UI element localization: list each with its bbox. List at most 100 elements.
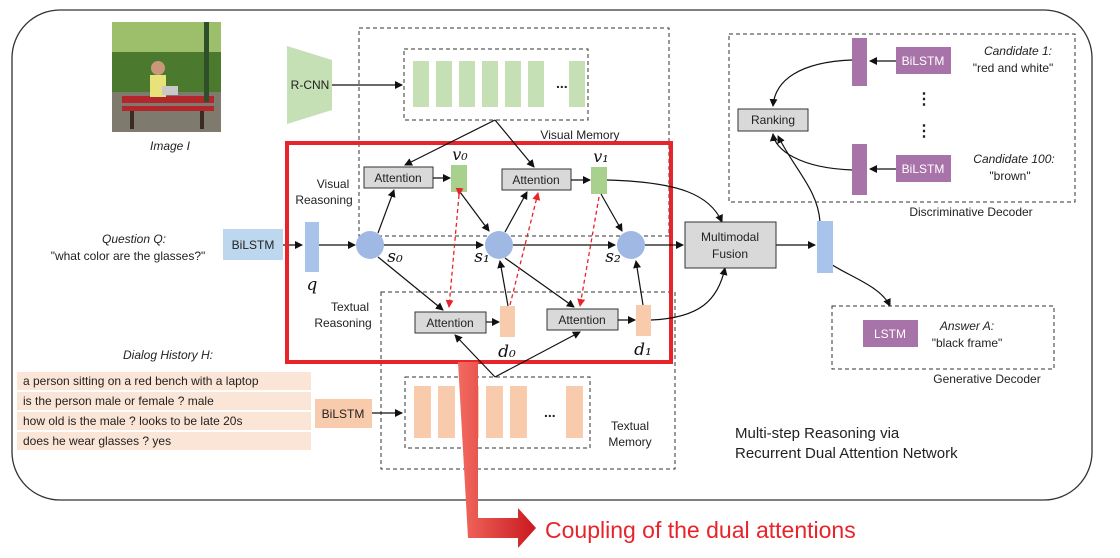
dual-attention-highlight: [285, 141, 673, 364]
s2-node: [617, 231, 645, 259]
visual-memory-ellipsis: ...: [556, 75, 568, 91]
rcnn-label: R-CNN: [291, 78, 330, 92]
question-title: Question Q:: [102, 232, 166, 246]
v0-vector: [451, 165, 467, 192]
s1-node: [485, 231, 513, 259]
answer-lstm-label: LSTM: [874, 327, 906, 341]
callout-arrow: [458, 362, 536, 548]
candidate-100-bilstm: [896, 155, 951, 182]
generative-decoder-box: [831, 305, 1055, 370]
candidate-100-title: Candidate 100:: [973, 152, 1054, 166]
ranking-box: [737, 108, 809, 132]
dialog-history-row-text: how old is the male ? looks to be late 2…: [23, 414, 242, 428]
textual-memory-slot-2: [438, 386, 455, 438]
candidate-1-bilstm: [896, 47, 951, 74]
v0-symbol: v₀: [452, 145, 468, 164]
history-bilstm-label: BiLSTM: [322, 407, 365, 421]
callout-text: Coupling of the dual attentions: [545, 517, 856, 543]
multimodal-fusion: [684, 221, 777, 269]
candidate-100-text: "brown": [989, 169, 1030, 183]
textual-attention-2-label: Attention: [558, 313, 605, 327]
textual-memory-label-1: Textual: [611, 419, 649, 433]
textual-memory-slot-5: [510, 386, 527, 438]
candidate-1-vector: [852, 38, 867, 86]
visual-reasoning-label-1: Visual: [317, 177, 349, 191]
textual-memory-ellipsis: ...: [544, 404, 556, 420]
dialog-history-row: [17, 392, 311, 410]
textual-memory-slot-1: [414, 386, 431, 438]
s0-symbol: s₀: [387, 247, 403, 267]
textual-memory-label-2: Memory: [608, 435, 651, 449]
dialog-history-row-text: is the person male or female ? male: [23, 394, 214, 408]
visual-memory-slot-4: [482, 61, 498, 107]
question-bilstm-label: BiLSTM: [232, 238, 275, 252]
question-symbol: q: [307, 275, 318, 295]
visual-memory-slots: [413, 61, 585, 107]
visual-reasoning-label-2: Reasoning: [295, 193, 352, 207]
ranking-label: Ranking: [751, 113, 795, 127]
d0-symbol: d₀: [498, 342, 516, 362]
visual-attention-1-label: Attention: [374, 171, 421, 185]
textual-reasoning-label-1: Textual: [331, 300, 369, 314]
s0-node: [356, 231, 384, 259]
fusion-label-2: Fusion: [712, 247, 748, 261]
visual-memory-slot-2: [436, 61, 452, 107]
question-vector: [305, 222, 319, 272]
visual-memory-box: [403, 48, 589, 121]
textual-memory-slots: [414, 386, 583, 438]
visual-memory-label: Visual Memory: [540, 128, 619, 142]
answer-lstm: [863, 320, 918, 347]
caption-line-1: Multi-step Reasoning via: [735, 425, 900, 442]
candidate-1-title: Candidate 1:: [984, 44, 1052, 58]
s2-symbol: s₂: [605, 247, 621, 267]
dialog-history-row-text: a person sitting on a red bench with a l…: [23, 374, 259, 388]
answer-text: "black frame": [932, 336, 1003, 350]
history-bilstm: [315, 399, 372, 428]
candidate-1-text: "red and white": [973, 61, 1054, 75]
discriminative-decoder-box: [728, 33, 1076, 203]
question-bilstm: [223, 229, 283, 260]
textual-memory-slot-4: [486, 386, 503, 438]
rcnn-block: [287, 46, 332, 124]
textual-reasoning-label-2: Reasoning: [314, 316, 371, 330]
visual-memory-slot-5: [505, 61, 521, 107]
answer-title: Answer A:: [939, 319, 994, 333]
d1-symbol: d₁: [634, 340, 652, 360]
v1-vector: [591, 167, 607, 194]
visual-memory-slot-7: [569, 61, 585, 107]
textual-attention-1-label: Attention: [426, 316, 473, 330]
caption-line-2: Recurrent Dual Attention Network: [735, 445, 958, 462]
outer-frame: [11, 9, 1093, 501]
image-label: Image I: [150, 139, 191, 153]
candidate-dots-2: ⋮: [916, 123, 932, 140]
d1-vector: [636, 305, 651, 336]
textual-reasoning-region: [380, 291, 676, 470]
fused-vector: [817, 221, 833, 273]
discriminative-decoder-label: Discriminative Decoder: [909, 205, 1032, 219]
input-image: [112, 22, 221, 132]
question-text: "what color are the glasses?": [51, 249, 206, 263]
v1-symbol: v₁: [593, 147, 608, 166]
dialog-history-title: Dialog History H:: [123, 348, 213, 362]
dialog-history-list: a person sitting on a red bench with a l…: [17, 372, 311, 450]
visual-memory-slot-3: [459, 61, 475, 107]
visual-reasoning-region: [358, 27, 670, 237]
dialog-history-row: [17, 432, 311, 450]
textual-memory-box: [404, 376, 591, 449]
dialog-history-row: [17, 372, 311, 390]
candidate-100-bilstm-label: BiLSTM: [902, 162, 945, 176]
candidate-dots-1: ⋮: [916, 91, 932, 108]
generative-decoder-label: Generative Decoder: [933, 372, 1040, 386]
d0-vector: [500, 306, 515, 337]
visual-attention-2-label: Attention: [512, 173, 559, 187]
candidate-100-vector: [852, 144, 867, 195]
fusion-label-1: Multimodal: [701, 230, 759, 244]
dialog-history-row: [17, 412, 311, 430]
dialog-history-row-text: does he wear glasses ? yes: [23, 434, 171, 448]
visual-memory-slot-1: [413, 61, 429, 107]
candidate-1-bilstm-label: BiLSTM: [902, 54, 945, 68]
visual-memory-slot-6: [528, 61, 544, 107]
textual-memory-slot-6: [566, 386, 583, 438]
s1-symbol: s₁: [474, 247, 490, 267]
